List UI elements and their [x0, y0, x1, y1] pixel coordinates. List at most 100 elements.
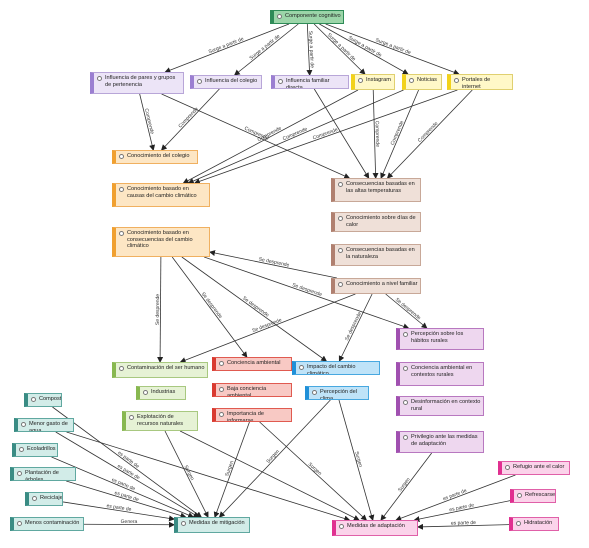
node-influencia-pares[interactable]: Influencia de pares y grupos de pertenen…: [90, 72, 184, 94]
edge-label: Surge a partir de: [208, 36, 245, 55]
edge-line: [417, 523, 510, 530]
node-contaminacion-humano[interactable]: Contaminación del ser humano: [112, 362, 208, 378]
node-label: Reciclaje: [40, 495, 63, 501]
node-label: Explotación de recursos naturales: [137, 414, 184, 427]
node-explotacion-recursos[interactable]: Explotación de recursos naturales: [122, 411, 198, 431]
node-compost[interactable]: Compost: [24, 393, 62, 407]
edge-line: [385, 293, 428, 329]
node-altas-temperaturas[interactable]: Consecuencias basadas en las altas tempe…: [331, 178, 421, 202]
edge-line: [181, 256, 328, 362]
node-label: Medidas de mitigación: [189, 520, 245, 526]
node-reciclaje[interactable]: Reciclaje: [25, 492, 63, 506]
node-importancia-informarse[interactable]: Importancia de informarse: [212, 408, 292, 422]
node-influencia-familiar[interactable]: Influencia familiar directa: [271, 75, 349, 89]
edge-label: es parte de: [449, 502, 475, 513]
node-label: Menor gasto de agua: [29, 421, 68, 432]
node-refrescarse[interactable]: Refrescarse: [510, 489, 556, 503]
node-nivel-familiar[interactable]: Conocimiento a nivel familiar: [331, 278, 421, 294]
node-label: Consecuencias basadas en la naturaleza: [346, 247, 415, 260]
node-label: Conocimiento a nivel familiar: [346, 281, 418, 287]
node-circle-icon: [32, 496, 37, 501]
edge-line: [380, 452, 433, 521]
node-privilegio-adaptacion[interactable]: Privilegio ante las medidas de adaptació…: [396, 431, 484, 453]
node-label: Percepción sobre los hábitos rurales: [411, 331, 464, 344]
node-label: Importancia de informarse: [227, 411, 265, 422]
node-label: Noticias: [417, 77, 437, 83]
node-menor-gasto-agua[interactable]: Menor gasto de agua: [14, 418, 74, 432]
edge-label: Surgen: [307, 461, 323, 476]
node-impacto-cambio-climatico[interactable]: Impacto del cambio climático: [292, 361, 380, 375]
node-circle-icon: [454, 78, 459, 83]
edge-line: [179, 293, 356, 363]
edge-label: Surge a partir de: [307, 31, 315, 69]
node-conciencia-rural[interactable]: Conciencia ambiental en contextos rurale…: [396, 362, 484, 386]
edge-label: Se desprende: [155, 294, 161, 325]
node-circle-icon: [338, 182, 343, 187]
node-conocimiento-consecuencias[interactable]: Conocimiento basado en consecuencias del…: [112, 227, 210, 257]
node-circle-icon: [299, 365, 304, 370]
node-dias-calor[interactable]: Conocimiento sobre días de calor: [331, 212, 421, 232]
edge-line: [259, 421, 368, 521]
node-influencia-colegio[interactable]: Influencia del colegio: [190, 75, 262, 89]
node-circle-icon: [219, 387, 224, 392]
node-label: Influencia familiar directa: [286, 78, 330, 89]
node-circle-icon: [197, 79, 202, 84]
node-menos-contaminacion[interactable]: Menos contaminación: [10, 517, 84, 531]
node-label: Privilegio ante las medidas de adaptació…: [411, 434, 478, 447]
edge-line: [306, 23, 313, 76]
node-circle-icon: [143, 390, 148, 395]
node-componente-cognitivo[interactable]: Componente cognitivo: [270, 10, 344, 24]
edge-line: [161, 93, 351, 179]
node-desinformacion-rural[interactable]: Desinformación en contexto rural: [396, 396, 484, 416]
edge-label: es parte de: [114, 490, 140, 503]
node-label: Refrescarse: [525, 492, 556, 498]
node-refugio-calor[interactable]: Refugio ante el calor: [498, 461, 570, 475]
node-circle-icon: [119, 154, 124, 159]
node-label: Industrias: [151, 389, 176, 395]
edge-line: [83, 521, 175, 528]
node-circle-icon: [516, 521, 521, 526]
node-circle-icon: [338, 248, 343, 253]
edge-label: Se desprende: [258, 257, 290, 269]
node-medidas-adaptacion[interactable]: Medidas de adaptación: [332, 520, 418, 536]
node-label: Componente cognitivo: [285, 13, 341, 19]
edge-line: [313, 23, 366, 75]
node-label: Conocimiento basado en causas del cambio…: [127, 186, 197, 199]
node-industrias[interactable]: Industrias: [136, 386, 186, 400]
edge-label: Genera: [121, 519, 138, 525]
node-plantacion-arboles[interactable]: Plantación de árboles: [10, 467, 76, 481]
node-noticias[interactable]: Noticias: [402, 74, 442, 90]
node-label: Conocimiento del colegio: [127, 153, 190, 159]
node-conocimiento-colegio[interactable]: Conocimiento del colegio: [112, 150, 198, 164]
edge-line: [179, 430, 360, 521]
node-label: Contaminación del ser humano: [127, 365, 205, 371]
node-label: Conciencia ambiental en contextos rurale…: [411, 365, 473, 378]
node-conciencia-ambiental[interactable]: Conciencia ambiental: [212, 357, 292, 371]
node-percepcion-clima[interactable]: Percepción del clima: [305, 386, 369, 400]
node-medidas-mitigacion[interactable]: Medidas de mitigación: [174, 517, 250, 533]
node-portales-internet[interactable]: Portales de internet: [447, 74, 513, 90]
edge-label: Surgen: [397, 477, 412, 494]
node-conocimiento-causas[interactable]: Conocimiento basado en causas del cambio…: [112, 183, 210, 207]
edge-line: [218, 399, 331, 518]
node-hidratacion[interactable]: Hidratación: [509, 517, 559, 531]
edge-line: [372, 89, 379, 179]
node-ecoladrillos[interactable]: Ecoladrillos: [12, 443, 58, 457]
node-baja-conciencia[interactable]: Baja conciencia ambiental: [212, 383, 292, 397]
node-circle-icon: [119, 187, 124, 192]
edge-line: [164, 23, 290, 73]
node-naturaleza[interactable]: Consecuencias basadas en la naturaleza: [331, 244, 421, 266]
node-label: Conocimiento sobre días de calor: [346, 215, 416, 228]
edge-label: Surgen: [224, 460, 235, 477]
node-label: Instagram: [366, 77, 391, 83]
edge-line: [395, 474, 516, 522]
edge-line: [204, 256, 410, 330]
node-label: Impacto del cambio climático: [307, 364, 356, 375]
node-circle-icon: [31, 397, 36, 402]
node-instagram[interactable]: Instagram: [351, 74, 395, 90]
node-circle-icon: [403, 400, 408, 405]
node-habitos-rurales[interactable]: Percepción sobre los hábitos rurales: [396, 328, 484, 350]
edge-label: Comprende: [374, 121, 381, 148]
edge-label: Se desprende: [251, 317, 282, 334]
